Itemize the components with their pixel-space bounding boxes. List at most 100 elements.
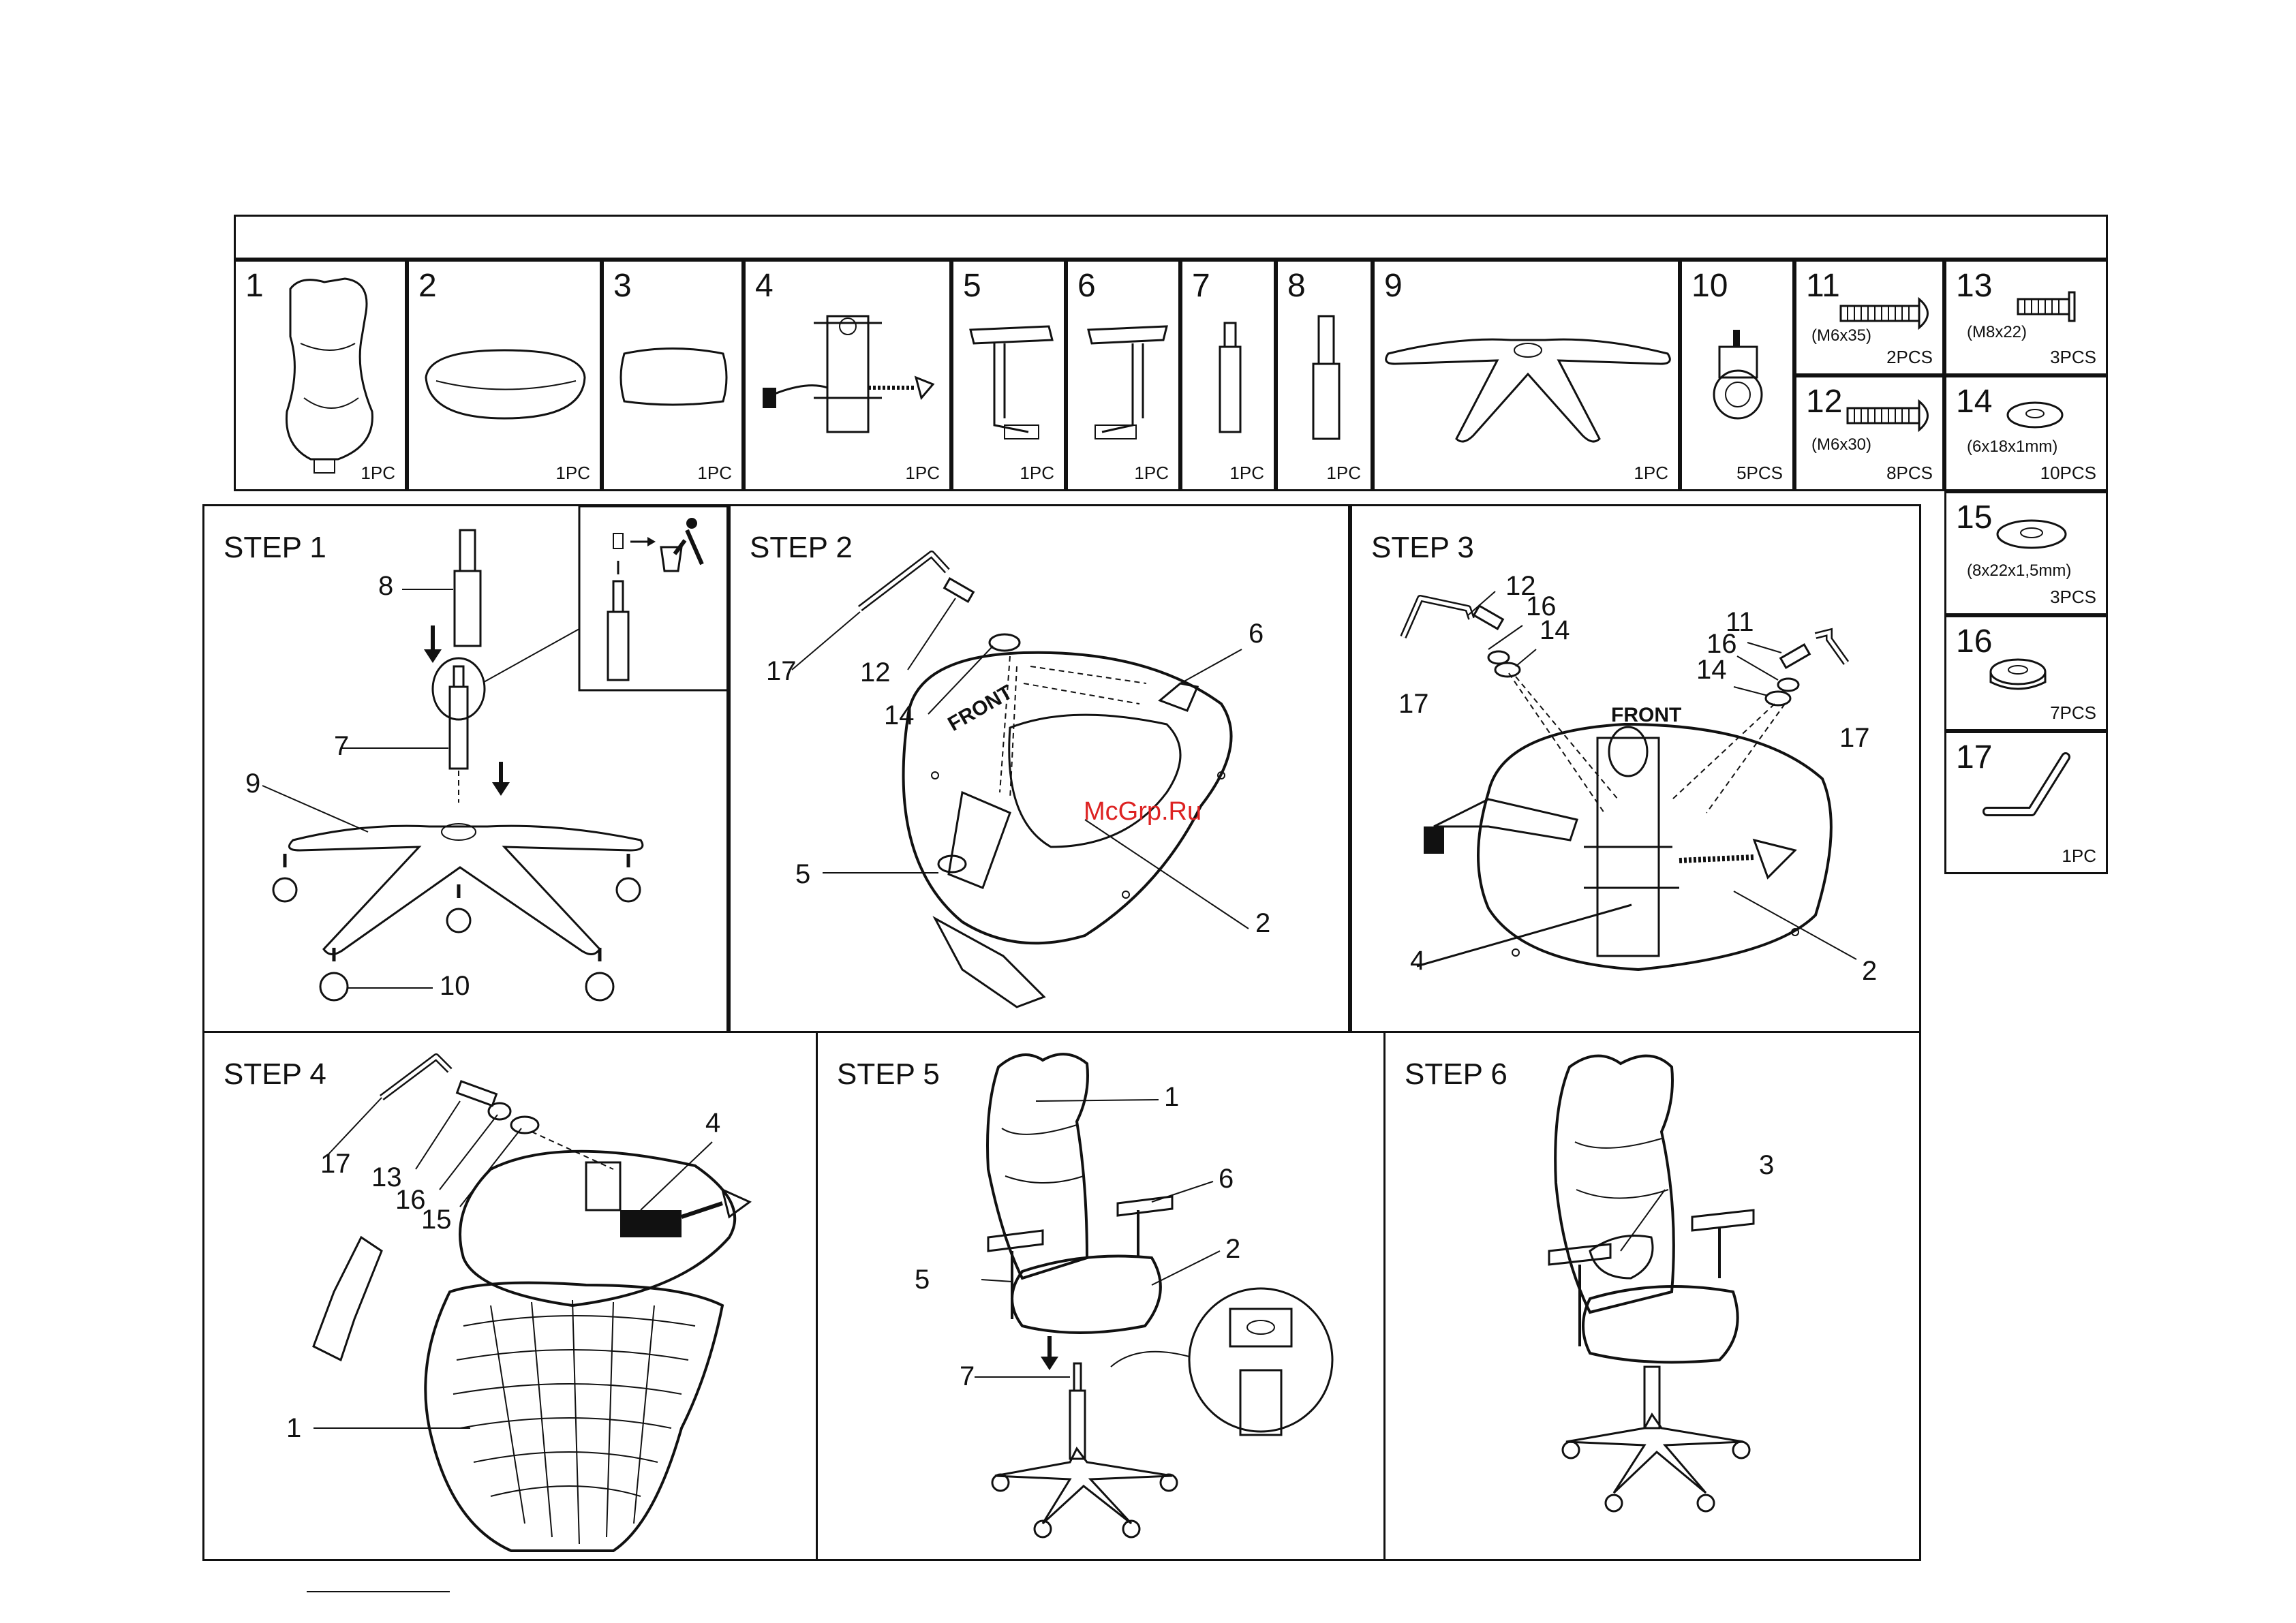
- mesh-pattern: [453, 1299, 696, 1545]
- callout-17: 17: [1839, 723, 1870, 753]
- caster-wheel-icon: [1713, 330, 1763, 420]
- seat-cushion-icon: [425, 349, 586, 420]
- callout-9: 9: [245, 769, 261, 799]
- callout-1: 1: [286, 1413, 302, 1443]
- step-4-title: STEP 4: [224, 1057, 326, 1091]
- part-number: 3: [613, 268, 632, 304]
- callout-17: 17: [1398, 689, 1429, 719]
- part-cell-8: 8 1PC: [1276, 260, 1373, 491]
- front-label: FRONT: [1611, 704, 1682, 726]
- part-spec: (6x18x1mm): [1967, 437, 2058, 456]
- bolt-m6x30-icon: [1846, 399, 1929, 433]
- part-cell-10: 10 5PCS: [1680, 260, 1794, 491]
- part-number: 4: [755, 268, 774, 304]
- parts-header-bar: [234, 215, 2108, 260]
- step-3-panel: STEP 3 12 16 14 17 11 16 14 17 4 2: [1350, 504, 1921, 1033]
- part-number: 12: [1806, 384, 1843, 420]
- part-qty: 1PC: [1326, 463, 1361, 483]
- part-qty: 8PCS: [1886, 463, 1933, 483]
- callout-14: 14: [884, 700, 915, 730]
- callout-16: 16: [1526, 591, 1557, 621]
- part-number: 10: [1692, 268, 1728, 304]
- callout-4: 4: [1410, 946, 1426, 976]
- part-number: 2: [418, 268, 437, 304]
- callout-13: 13: [371, 1162, 402, 1192]
- gas-lift-icon: [1312, 315, 1341, 440]
- backrest-icon: [285, 277, 373, 474]
- part-spec: (M6x30): [1811, 435, 1872, 454]
- callout-2: 2: [1225, 1234, 1241, 1264]
- lumbar-pillow-icon: [619, 347, 728, 406]
- part-spec: (8x22x1,5mm): [1967, 561, 2072, 580]
- part-cell-1: 1 1PC: [234, 260, 407, 491]
- callout-16: 16: [1706, 629, 1737, 659]
- part-cell-9: 9 1PC: [1373, 260, 1680, 491]
- callout-5: 5: [795, 859, 811, 889]
- armrest-left-icon: [969, 325, 1054, 439]
- step-1-panel: STEP 1: [202, 504, 732, 1033]
- part-number: 1: [245, 268, 264, 304]
- part-qty: 1PC: [361, 463, 395, 483]
- part-qty: 5PCS: [1736, 463, 1783, 483]
- part-number: 13: [1956, 268, 1993, 304]
- part-qty: 1PC: [905, 463, 940, 483]
- step-1-title: STEP 1: [224, 531, 326, 564]
- step-5-illustration: [975, 1053, 1334, 1539]
- part-number: 5: [963, 268, 981, 304]
- part-number: 17: [1956, 739, 1993, 775]
- bolt-m8x22-icon: [2017, 291, 2076, 322]
- callout-16: 16: [395, 1185, 426, 1215]
- callout-2: 2: [1862, 956, 1878, 986]
- part-number: 16: [1956, 623, 1993, 660]
- part-qty: 7PCS: [2050, 702, 2096, 723]
- part-qty: 2PCS: [1886, 347, 1933, 367]
- part-number: 8: [1287, 268, 1306, 304]
- callout-3: 3: [1759, 1150, 1775, 1180]
- callout-7: 7: [334, 731, 350, 761]
- part-qty: 1PC: [2062, 846, 2096, 866]
- step-6-panel: STEP 6 3: [1383, 1031, 1921, 1561]
- gas-lift-cover-icon: [1219, 322, 1242, 433]
- callout-6: 6: [1249, 619, 1264, 649]
- part-number: 6: [1077, 268, 1096, 304]
- callout-17: 17: [320, 1149, 351, 1179]
- step-2-panel: STEP 2 17 12 14 6 5 2 FRONT: [729, 504, 1350, 1033]
- part-qty: 1PC: [697, 463, 732, 483]
- part-cell-11: 11 (M6x35) 2PCS: [1794, 260, 1944, 375]
- part-number: 14: [1956, 384, 1993, 420]
- callout-17: 17: [766, 656, 797, 686]
- part-cell-2: 2 1PC: [407, 260, 602, 491]
- callout-4: 4: [705, 1108, 721, 1138]
- callout-1: 1: [1164, 1082, 1180, 1112]
- part-cell-13: 13 (M8x22) 3PCS: [1944, 260, 2108, 375]
- callout-6: 6: [1219, 1164, 1234, 1194]
- callout-14: 14: [1696, 655, 1727, 685]
- step-1-illustration: [262, 505, 732, 1002]
- step-4-panel: STEP 4 17 13 16 15 4 1: [202, 1031, 818, 1592]
- part-qty: 1PC: [1134, 463, 1169, 483]
- step-2-title: STEP 2: [750, 531, 853, 564]
- part-number: 15: [1956, 499, 1993, 536]
- tilt-mechanism-icon: [763, 315, 935, 433]
- part-qty: 1PC: [1229, 463, 1264, 483]
- part-qty: 1PC: [1020, 463, 1054, 483]
- part-number: 9: [1384, 268, 1403, 304]
- step-2-illustration: [791, 551, 1249, 1008]
- step-3-illustration: [1400, 591, 1857, 972]
- step-5-panel: STEP 5 1 6 2 5 7: [816, 1031, 1386, 1561]
- part-qty: 3PCS: [2050, 347, 2096, 367]
- part-cell-17: 17 1PC: [1944, 731, 2108, 874]
- step-3-title: STEP 3: [1371, 531, 1474, 564]
- armrest-right-icon: [1087, 325, 1168, 439]
- part-cell-16: 16 7PCS: [1944, 615, 2108, 731]
- bolt-m6x35-icon: [1839, 296, 1929, 330]
- callout-7: 7: [960, 1361, 975, 1391]
- step-5-title: STEP 5: [837, 1057, 940, 1091]
- callout-12: 12: [1505, 571, 1536, 601]
- part-qty: 1PC: [555, 463, 590, 483]
- callout-10: 10: [440, 971, 470, 1001]
- part-cell-14: 14 (6x18x1mm) 10PCS: [1944, 375, 2108, 491]
- part-spec: (M8x22): [1967, 323, 2027, 341]
- step-6-title: STEP 6: [1405, 1057, 1507, 1091]
- star-base-icon: [1385, 338, 1671, 443]
